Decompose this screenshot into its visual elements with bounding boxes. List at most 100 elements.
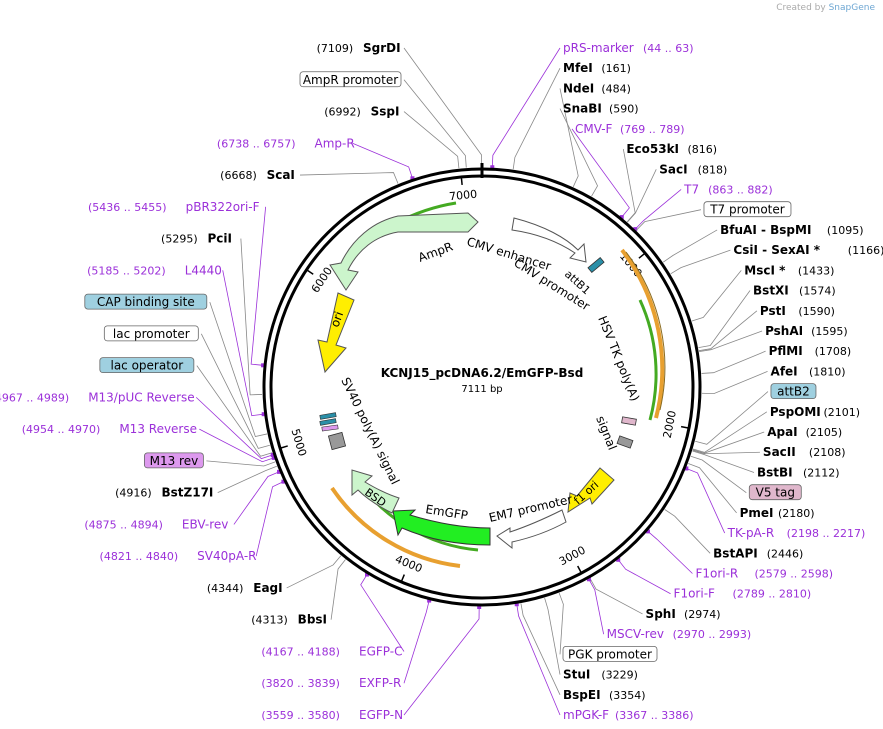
label-connector — [512, 68, 561, 170]
label-connector — [299, 172, 399, 184]
primer-site-mark — [633, 227, 638, 232]
label-connector — [520, 603, 561, 695]
cmv-enhancer-arrow — [511, 217, 587, 263]
map-label: pBR322ori-F(5436 .. 5455) — [88, 200, 260, 214]
emgfp-arrow — [392, 509, 491, 546]
site-name: PspOMI — [770, 405, 821, 419]
site-name: F1ori-R — [695, 567, 738, 581]
site-name: PflMI — [769, 344, 803, 358]
label-connector — [627, 169, 657, 223]
feature-box-label: T7 promoter — [709, 203, 785, 217]
primer-site-mark — [684, 466, 689, 471]
site-position: (6992) — [324, 106, 361, 119]
site-position: (2198 .. 2217) — [787, 527, 866, 540]
label-connector — [559, 88, 579, 187]
label-connector — [692, 449, 760, 455]
primer-site-mark — [645, 529, 650, 534]
site-position: (2108) — [809, 446, 846, 459]
map-label: M13 Reverse(4954 .. 4970) — [22, 422, 197, 436]
map-label: StuI(3229) — [563, 668, 638, 682]
site-position: (4344) — [207, 582, 244, 595]
site-name: BspEI — [563, 688, 601, 702]
label-connector — [286, 555, 342, 589]
map-label: SnaBI(590) — [563, 102, 639, 116]
label-connector — [647, 531, 693, 574]
label-connector — [588, 579, 605, 635]
map-label: NdeI (484) — [563, 81, 631, 95]
feature-box — [703, 201, 792, 218]
credit-watermark: Created by SnapGene — [776, 3, 875, 13]
map-label: SacI(818) — [659, 162, 727, 176]
primer-site-mark — [365, 572, 370, 577]
site-name: EGFP-C — [359, 644, 402, 658]
site-position: (2970 .. 2993) — [673, 628, 752, 641]
map-label: ApaI(2105) — [767, 425, 842, 439]
feature-box — [99, 357, 195, 374]
tick-mark — [306, 269, 314, 275]
tick-mark — [680, 425, 690, 429]
label-connector — [701, 350, 766, 374]
credit-brand: SnapGene — [828, 3, 875, 13]
map-label: T7 promoter — [703, 201, 792, 218]
site-position: (3820 .. 3839) — [261, 677, 340, 690]
site-position: (1595) — [811, 325, 848, 338]
label-connector — [698, 310, 758, 352]
hsv-tk-signal-label: signal — [593, 414, 619, 452]
tick-mark — [577, 565, 583, 574]
site-position: (5185 .. 5202) — [87, 264, 166, 277]
site-position: (3367 .. 3386) — [615, 709, 694, 722]
site-name: EXFP-R — [359, 676, 401, 690]
site-name: NdeI — [563, 81, 594, 95]
site-position: (1810) — [809, 365, 846, 378]
label-connector — [250, 206, 267, 366]
site-name: PmeI — [740, 506, 774, 520]
primer-site-mark — [619, 215, 624, 220]
site-position: (4916) — [115, 487, 152, 500]
label-connector — [206, 460, 276, 467]
ori-arrow — [317, 292, 355, 374]
site-name: EGFP-N — [359, 708, 403, 722]
site-position: (484) — [601, 82, 631, 95]
tick-mark — [400, 574, 405, 583]
map-label: BstAPI(2446) — [713, 546, 803, 560]
label-connector — [330, 559, 346, 620]
tick-label: 3000 — [557, 544, 588, 569]
site-position: (7109) — [317, 42, 354, 55]
label-connector — [686, 468, 726, 534]
site-position: (4875 .. 4894) — [84, 518, 163, 531]
site-position: (44 .. 63) — [643, 42, 694, 55]
site-name: CMV-F — [575, 122, 613, 136]
feature-box-label: M13 rev — [150, 454, 199, 468]
site-name: SV40pA-R — [197, 549, 256, 563]
left-mark-1 — [319, 412, 337, 420]
site-name: MfeI — [563, 61, 593, 75]
label-connector — [670, 249, 731, 275]
map-label: BfuAI - BspMI(1095) — [720, 223, 863, 237]
label-connector — [209, 301, 268, 437]
orange-arc-right — [620, 248, 665, 419]
site-position: (818) — [698, 163, 728, 176]
feature-box-label: PGK promoter — [568, 647, 652, 661]
site-name: CsiI - SexAI * — [733, 243, 820, 257]
map-label: MscI *(1433) — [744, 263, 834, 277]
label-connector — [692, 431, 765, 454]
label-connector — [636, 209, 702, 231]
site-name: BfuAI - BspMI — [720, 223, 811, 237]
site-position: (6738 .. 6757) — [217, 137, 296, 150]
primer-site-mark — [427, 598, 432, 603]
site-name: SnaBI — [563, 102, 602, 116]
left-grey-mark — [327, 431, 347, 451]
map-label: SphI(2974) — [646, 607, 721, 621]
label-connector — [544, 597, 561, 675]
map-label: EGFP-C(4167 .. 4188) — [261, 644, 402, 658]
label-connector — [195, 397, 273, 460]
plasmid-length: 7111 bp — [461, 384, 502, 395]
label-connector — [240, 238, 263, 396]
map-label: BstZ17I (4916) — [115, 486, 213, 500]
label-connector — [403, 111, 460, 169]
site-name: BstZ17I — [162, 486, 214, 500]
label-connector — [622, 148, 636, 223]
site-position: (2112) — [803, 466, 840, 479]
map-label: PciI(5295) — [161, 232, 232, 246]
site-position: (4954 .. 4970) — [22, 423, 101, 436]
